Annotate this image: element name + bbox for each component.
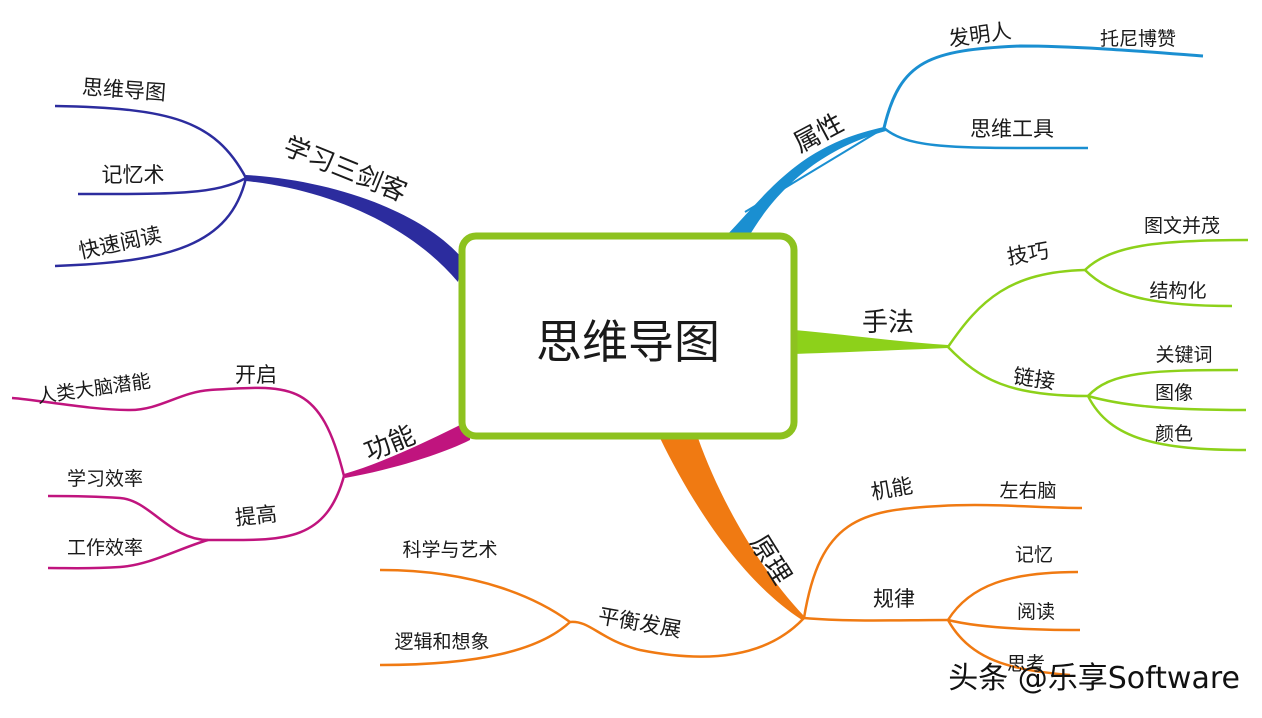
node-thinking-tool[interactable]: 思维工具: [970, 117, 1054, 141]
branch-technique-label[interactable]: 手法: [862, 308, 914, 338]
principle-sub-lines: [379, 503, 1083, 677]
node-learning-item-2[interactable]: 记忆术: [102, 163, 165, 187]
attributes-sub-lines: [882, 44, 1204, 150]
node-learning-item-1[interactable]: 思维导图: [81, 75, 166, 105]
node-balance-item-2[interactable]: 逻辑和想象: [394, 631, 489, 653]
learning-sub-lines: [54, 104, 248, 268]
branch-principle-trunk: [660, 438, 804, 620]
node-open[interactable]: 开启: [235, 363, 277, 387]
main-branch-lines: [246, 127, 948, 620]
center-node[interactable]: 思维导图: [458, 232, 798, 440]
center-node-frame: [458, 232, 798, 440]
branch-attributes-trunk: [726, 127, 886, 238]
node-improve-item-1[interactable]: 学习效率: [67, 468, 143, 490]
node-links[interactable]: 链接: [1012, 364, 1057, 394]
branch-technique-trunk: [794, 330, 948, 354]
node-mechanism[interactable]: 机能: [869, 474, 915, 505]
node-skills[interactable]: 技巧: [1005, 239, 1051, 270]
branch-function-trunk: [344, 420, 470, 478]
node-balance[interactable]: 平衡发展: [596, 604, 683, 642]
node-links-item-3[interactable]: 颜色: [1155, 423, 1193, 445]
node-law-item-1[interactable]: 记忆: [1015, 544, 1053, 566]
center-node-label: 思维导图: [536, 315, 720, 369]
node-improve-item-2[interactable]: 工作效率: [67, 537, 143, 559]
node-law-item-3[interactable]: 思考: [1007, 653, 1045, 675]
watermark: 头条 @乐享Software: [948, 661, 1240, 696]
node-mechanism-child[interactable]: 左右脑: [999, 480, 1056, 502]
node-skills-item-2[interactable]: 结构化: [1149, 280, 1206, 302]
technique-sub-lines: [946, 238, 1249, 452]
branch-learning-trunk: [246, 175, 462, 282]
node-links-item-1[interactable]: 关键词: [1155, 344, 1212, 366]
function-sub-lines: [11, 386, 346, 570]
node-law-item-2[interactable]: 阅读: [1017, 601, 1055, 623]
node-law[interactable]: 规律: [873, 587, 915, 611]
node-inventor-name[interactable]: 托尼博赞: [1100, 28, 1176, 50]
node-improve[interactable]: 提高: [234, 502, 278, 530]
node-skills-item-1[interactable]: 图文并茂: [1144, 215, 1220, 237]
node-open-child[interactable]: 人类大脑潜能: [36, 370, 152, 408]
node-balance-item-1[interactable]: 科学与艺术: [402, 539, 497, 561]
node-links-item-2[interactable]: 图像: [1155, 382, 1193, 404]
